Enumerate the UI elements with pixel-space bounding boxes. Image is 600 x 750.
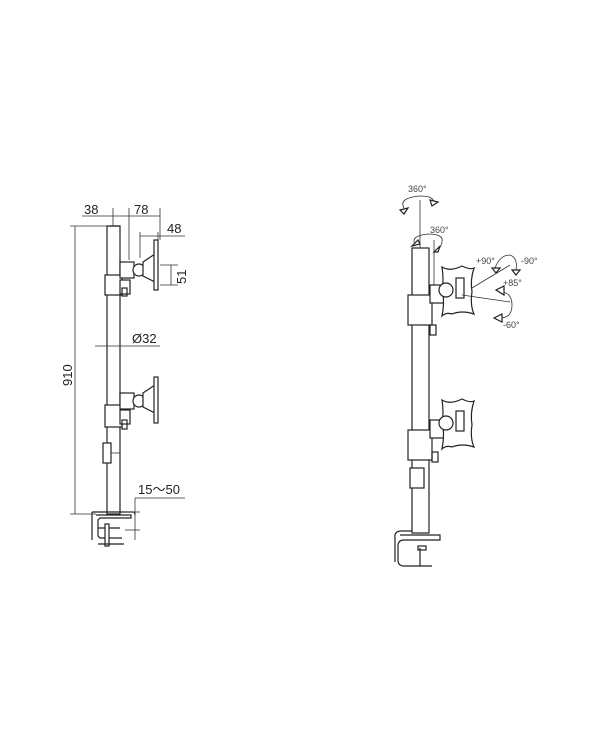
dim-plate-height: 51 <box>174 270 189 284</box>
swivel-arrow-icon <box>494 254 517 271</box>
upper-vesa-plate <box>407 264 511 336</box>
lower-monitor-bracket <box>104 376 159 430</box>
dim-pole-height: 910 <box>60 364 75 386</box>
pole <box>106 225 121 515</box>
perspective-motion-view: 360° 360° +90° -90° +85° -60° <box>394 184 538 567</box>
upper-monitor-bracket <box>104 239 159 297</box>
angle-swivel-right: -90° <box>521 256 538 266</box>
pole-3d <box>411 247 430 534</box>
rotation-arrows <box>398 195 522 323</box>
dim-arm-offset: 38 <box>84 202 98 217</box>
dim-clamp-range: 15～50 <box>138 482 180 497</box>
angle-pole-rotation: 360° <box>408 184 427 194</box>
cable-clip-3d <box>409 467 425 489</box>
angle-arm-rotation: 360° <box>430 225 449 235</box>
cable-clip <box>102 442 112 464</box>
dim-pole-diameter: Ø32 <box>132 331 157 346</box>
desk-clamp-3d <box>394 530 441 567</box>
lower-vesa-plate <box>407 398 476 463</box>
tilt-arrow-icon <box>499 291 513 319</box>
dimension-lines <box>70 208 185 540</box>
dim-arm-reach: 78 <box>134 202 148 217</box>
rotate-arrow-icon <box>402 195 434 209</box>
angle-tilt-down: -60° <box>503 320 520 330</box>
dim-plate-depth: 48 <box>167 221 181 236</box>
desk-clamp <box>91 511 136 547</box>
angle-tilt-up: +85° <box>503 278 522 288</box>
side-dimension-view: 38 78 48 51 Ø32 910 15～50 <box>60 202 189 547</box>
angle-swivel-left: +90° <box>476 256 495 266</box>
